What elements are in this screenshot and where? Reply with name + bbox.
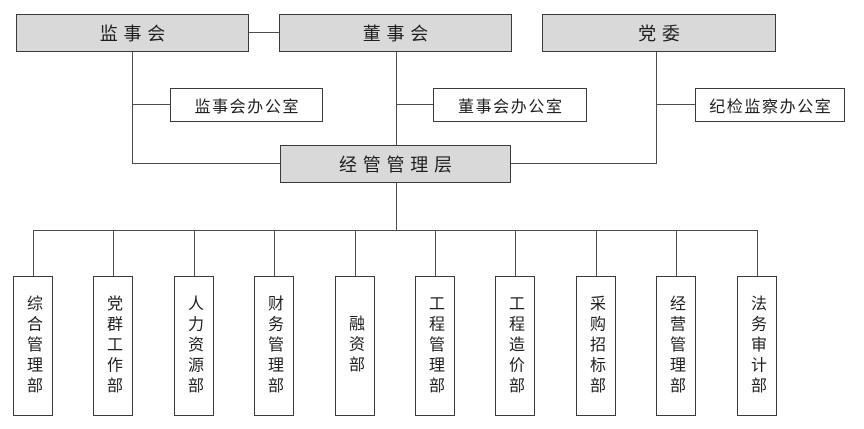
connector-dept-drop (596, 230, 597, 276)
org-node-party-committee: 党委 (542, 14, 776, 52)
org-node-dept-engineering-cost: 工程造价部 (495, 276, 535, 416)
org-node-board-of-directors: 董事会 (279, 14, 512, 52)
connector-supervisory-drop (132, 52, 133, 164)
connector-supervisory-to-management (132, 163, 280, 164)
connector-dept-drop (274, 230, 275, 276)
connector-bus (33, 230, 758, 231)
org-node-dept-procurement-bidding: 采购招标部 (576, 276, 616, 416)
org-node-dept-finance-management: 财务管理部 (254, 276, 294, 416)
connector-party-to-management (511, 163, 657, 164)
org-node-dept-legal-audit: 法务审计部 (737, 276, 777, 416)
org-node-dept-human-resources: 人力资源部 (174, 276, 214, 416)
org-node-dept-party-mass-work: 党群工作部 (93, 276, 133, 416)
connector-dept-drop (355, 230, 356, 276)
org-node-dept-general-management: 综合管理部 (13, 276, 53, 416)
connector-dept-drop (33, 230, 34, 276)
connector-dept-drop (676, 230, 677, 276)
connector-supervisory-office (132, 104, 170, 105)
org-node-dept-financing: 融资部 (335, 276, 375, 416)
connector-party-drop (656, 52, 657, 164)
connector-dept-drop (194, 230, 195, 276)
org-node-management: 经管管理层 (280, 145, 511, 183)
connector-board-drop (396, 52, 397, 145)
connector-supervisory-to-board (249, 32, 279, 33)
org-node-dept-operations-management: 经营管理部 (656, 276, 696, 416)
org-node-supervisory-board: 监事会 (16, 14, 249, 52)
org-node-dept-engineering-management: 工程管理部 (415, 276, 455, 416)
connector-board-office (396, 104, 433, 105)
connector-dept-drop (515, 230, 516, 276)
org-node-discipline-inspection-office: 纪检监察办公室 (695, 88, 845, 122)
connector-discipline-office (656, 104, 695, 105)
connector-dept-drop (113, 230, 114, 276)
connector-management-drop (396, 183, 397, 230)
org-node-board-office: 董事会办公室 (433, 88, 587, 122)
connector-dept-drop (757, 230, 758, 276)
connector-dept-drop (435, 230, 436, 276)
org-node-supervisory-board-office: 监事会办公室 (170, 88, 323, 122)
